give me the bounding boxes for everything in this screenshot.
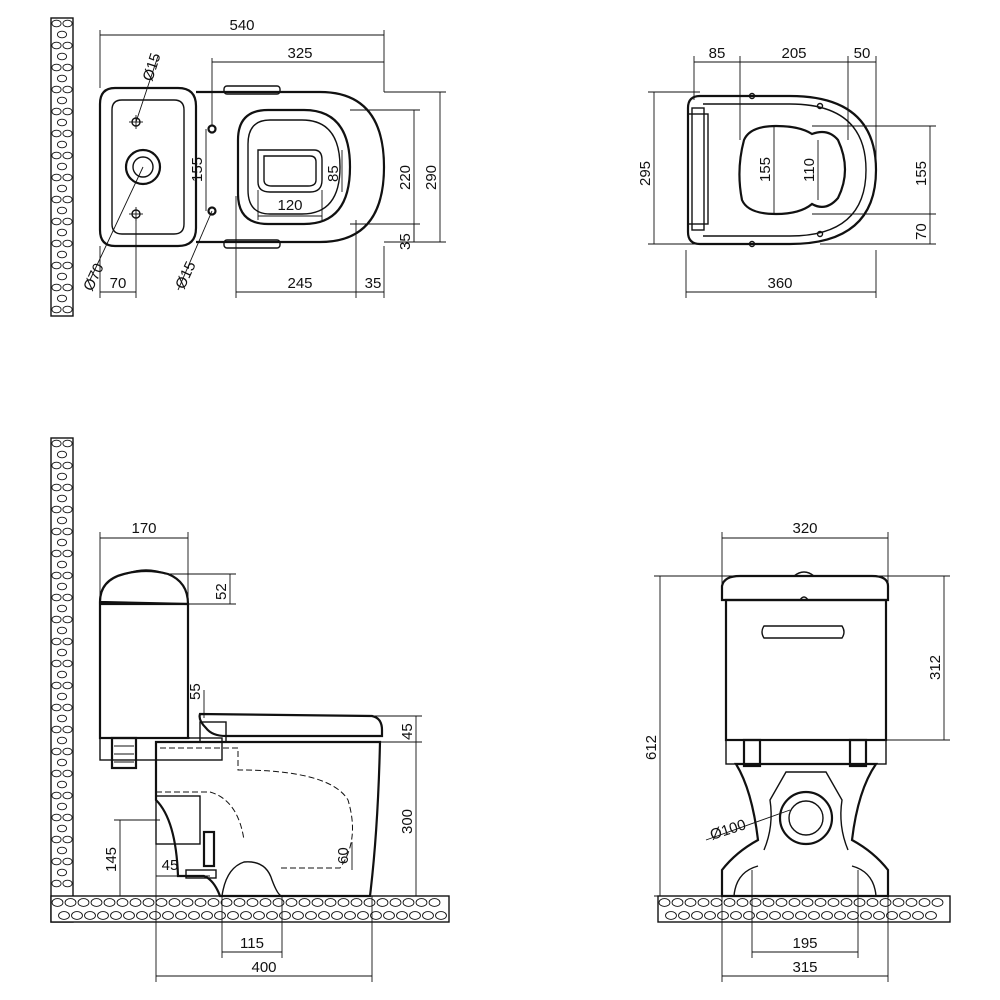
dim-top-dia15-a: Ø15 (140, 51, 165, 83)
top-view-dimensions: 540 325 Ø15 Ø70 Ø15 155 70 245 35 120 85 (80, 17, 446, 298)
dim-seat-155-inner: 155 (757, 157, 774, 182)
dim-top-290: 290 (423, 165, 440, 190)
tank-lid-front (720, 574, 890, 602)
dim-top-155: 155 (189, 157, 206, 182)
dim-side-400: 400 (251, 959, 276, 976)
bowl-side (154, 740, 382, 898)
seat-opening (738, 124, 847, 216)
outlet-pipe-icon (778, 790, 834, 846)
tank-body-front (724, 598, 888, 742)
tank-lid-side (98, 569, 190, 606)
dim-top-325: 325 (287, 45, 312, 62)
bowl-outline (196, 90, 386, 244)
dim-seat-295: 295 (637, 161, 654, 186)
dim-top-dia15-b: Ø15 (172, 259, 199, 292)
dim-seat-360: 360 (767, 275, 792, 292)
dim-side-45-pipe: 45 (162, 857, 179, 874)
dim-top-70: 70 (110, 275, 127, 292)
dim-top-120: 120 (277, 197, 302, 214)
seat-side (198, 712, 384, 738)
dim-side-300: 300 (399, 809, 416, 834)
dim-side-60: 60 (335, 847, 352, 864)
dim-front-dia100: Ø100 (708, 816, 748, 844)
tank-body-side (98, 602, 190, 740)
dim-front-612: 612 (643, 735, 660, 760)
dim-top-dia70: Ø70 (80, 261, 107, 294)
dim-top-220: 220 (397, 165, 414, 190)
dim-top-35-side: 35 (397, 233, 414, 250)
pedestal-front (720, 762, 890, 898)
dim-front-312: 312 (927, 655, 944, 680)
dim-front-315: 315 (792, 959, 817, 976)
seat-outline (686, 94, 878, 246)
dim-seat-85: 85 (709, 45, 726, 62)
front-view-dimensions: 320 612 312 Ø100 195 315 (643, 520, 950, 982)
wall-side-view (50, 437, 450, 923)
flush-button-icon (124, 148, 162, 186)
dim-side-52: 52 (213, 583, 230, 600)
front-view (720, 571, 890, 898)
dim-seat-155-outer: 155 (913, 161, 930, 186)
dim-top-35-bottom: 35 (365, 275, 382, 292)
dim-side-145: 145 (103, 847, 120, 872)
side-view (98, 569, 384, 898)
dim-top-540: 540 (229, 17, 254, 34)
top-view (98, 85, 386, 249)
dim-seat-70: 70 (913, 223, 930, 240)
dim-seat-50: 50 (854, 45, 871, 62)
side-view-dimensions: 170 52 55 45 300 145 45 60 115 400 (99, 520, 422, 982)
floor-front-view (657, 895, 951, 923)
seat-view-dimensions: 85 205 50 295 155 110 155 70 360 (637, 45, 936, 298)
dim-front-195: 195 (792, 935, 817, 952)
dim-side-55: 55 (187, 683, 204, 700)
dim-seat-205: 205 (781, 45, 806, 62)
dim-side-115: 115 (240, 935, 264, 952)
tank-outline (98, 86, 198, 248)
dim-side-170: 170 (131, 520, 156, 537)
dim-top-85: 85 (325, 165, 342, 182)
dim-side-45-right: 45 (399, 723, 416, 740)
seat-view (686, 92, 878, 248)
dim-top-245: 245 (287, 275, 312, 292)
dim-front-320: 320 (792, 520, 817, 537)
wall-top-view (50, 17, 74, 317)
dim-seat-110: 110 (801, 158, 818, 182)
